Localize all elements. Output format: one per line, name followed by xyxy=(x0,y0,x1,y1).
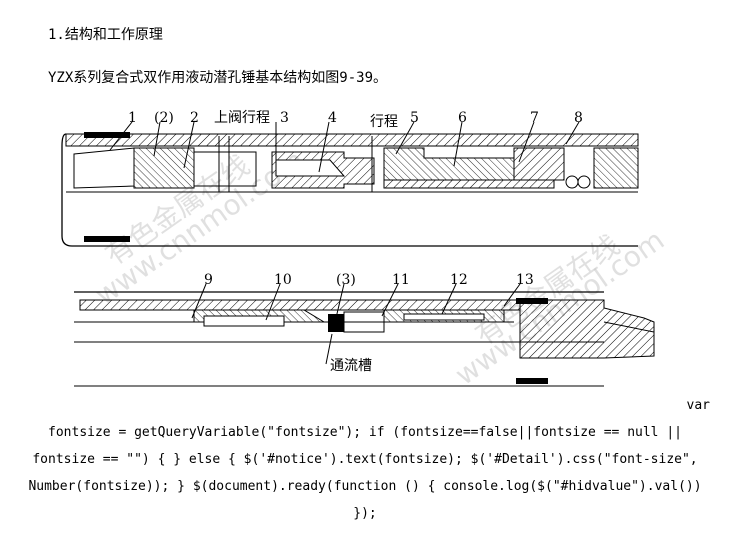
part-label: (3) xyxy=(336,272,356,288)
part-label: 13 xyxy=(516,272,534,288)
code-text: var fontsize = getQueryVariable("fontsiz… xyxy=(18,392,712,527)
part-label: 9 xyxy=(204,272,213,288)
callout-label: 通流槽 xyxy=(330,358,372,374)
part-label: 11 xyxy=(392,272,410,288)
lower-assembly: 9 10 (3) 11 12 13 通流槽 xyxy=(74,272,655,387)
part-label: (2) xyxy=(154,110,174,126)
part-label: 6 xyxy=(458,110,467,126)
part-label: 5 xyxy=(410,110,419,126)
part-label: 8 xyxy=(574,110,583,126)
part-label: 行程 xyxy=(370,114,398,130)
part-label: 2 xyxy=(190,110,199,126)
code-var-word: var xyxy=(686,398,710,413)
part-label: 12 xyxy=(450,272,468,288)
code-body: fontsize = getQueryVariable("fontsize");… xyxy=(28,425,702,521)
part-label: 7 xyxy=(530,110,539,126)
part-label: 1 xyxy=(128,110,137,126)
part-label: 4 xyxy=(328,110,337,126)
structure-diagram: 有色金属在线 www.cnnmol.com 有色金属在线 www.cnnmol.… xyxy=(61,110,670,392)
part-label: 3 xyxy=(280,110,289,126)
part-label: 上阀行程 xyxy=(214,110,270,126)
section-heading: 1.结构和工作原理 xyxy=(48,27,163,43)
part-label: 10 xyxy=(274,272,292,288)
intro-paragraph: YZX系列复合式双作用液动潜孔锤基本结构如图9-39。 xyxy=(48,70,387,86)
upper-assembly: 1 (2) 2 上阀行程 3 4 行程 5 6 7 8 xyxy=(61,110,639,247)
